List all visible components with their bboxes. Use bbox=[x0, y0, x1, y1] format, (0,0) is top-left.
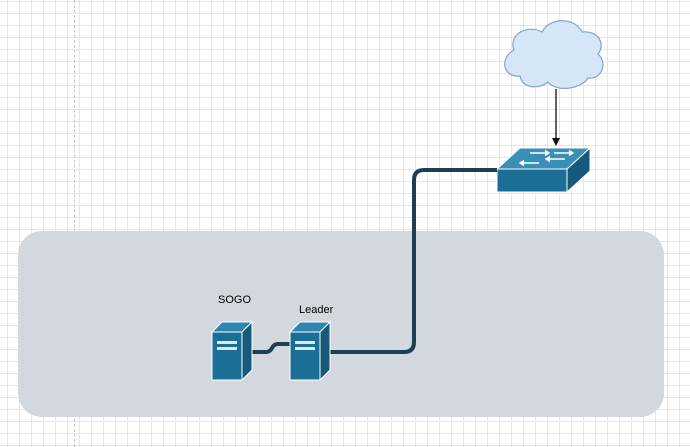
leader-to-switch-cable[interactable] bbox=[330, 168, 497, 354]
sogo-label: SOGO bbox=[218, 294, 252, 306]
server-tower-icon[interactable] bbox=[210, 320, 254, 382]
leader-label: Leader bbox=[299, 304, 334, 316]
network-zone[interactable] bbox=[18, 231, 664, 417]
network-switch-icon[interactable] bbox=[495, 146, 592, 194]
sogo-to-leader-cable[interactable] bbox=[252, 342, 290, 354]
cloud-icon[interactable] bbox=[504, 20, 604, 89]
server-tower-icon[interactable] bbox=[288, 320, 332, 382]
page-boundary-guide bbox=[74, 0, 75, 447]
